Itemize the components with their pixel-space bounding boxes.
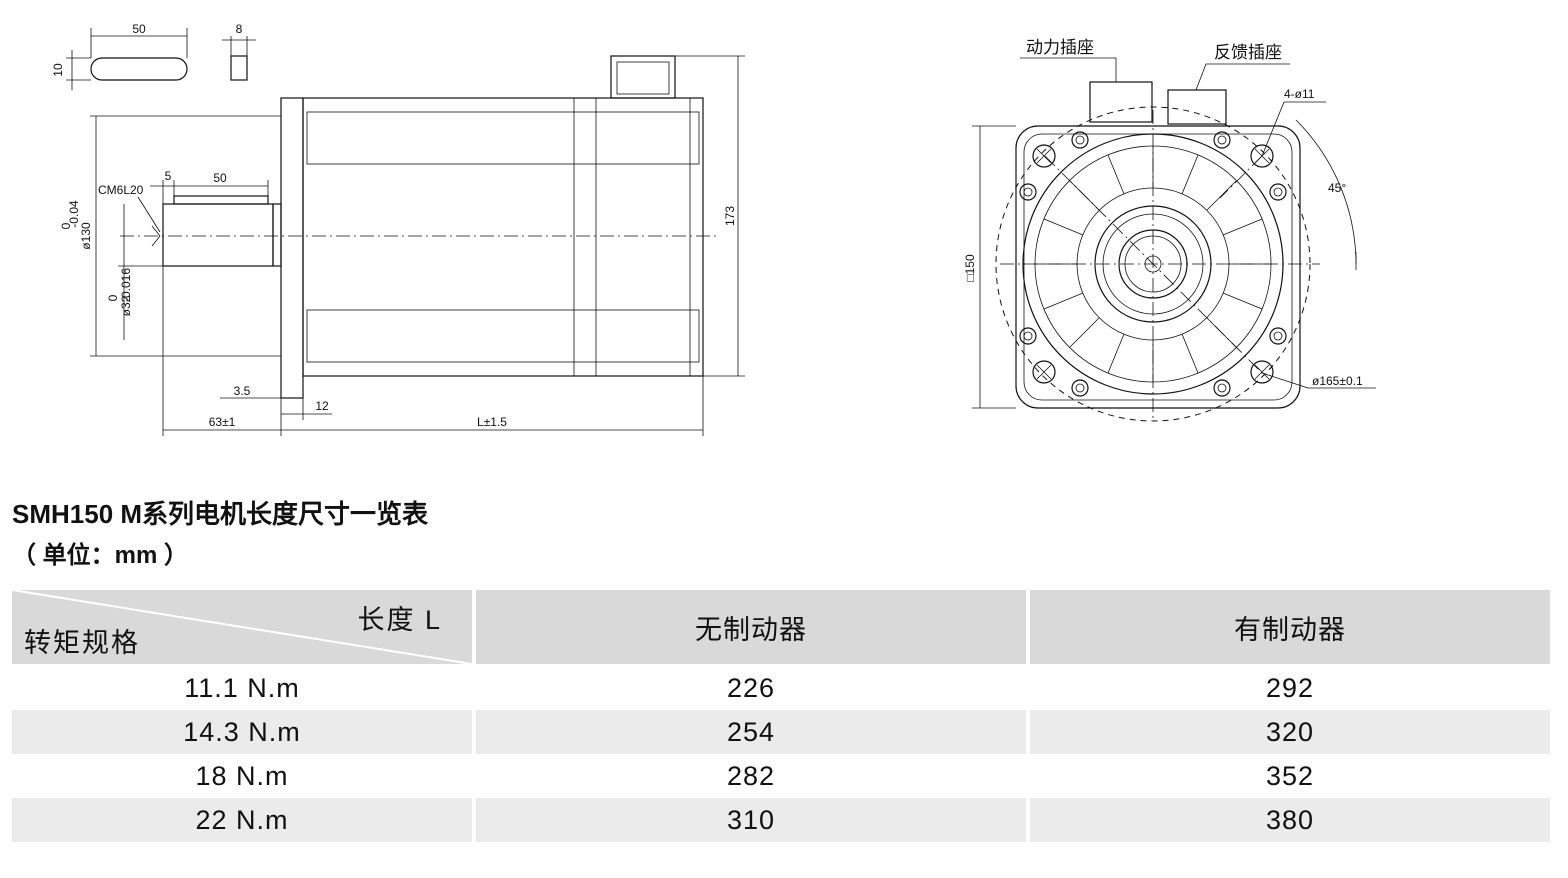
thread-label: CM6L20 [98, 183, 144, 197]
header-brake: 有制动器 [1030, 590, 1550, 664]
angle-label: 45° [1328, 181, 1346, 195]
power-connector-label: 动力插座 [1026, 38, 1094, 57]
brake-cell: 380 [1030, 798, 1550, 842]
brake-cell: 320 [1030, 710, 1550, 754]
flange-thickness-label: 12 [315, 399, 329, 413]
shaft-length-label: 63±1 [209, 415, 236, 429]
table-row: 14.3 N.m 254 320 [12, 710, 1550, 754]
brake-cell: 352 [1265, 760, 1315, 791]
torque-spec-label: 转矩规格 [24, 628, 140, 658]
shaft-key-length-label: 50 [213, 171, 227, 185]
table-unit: （ 单位：mm ） [12, 542, 189, 569]
table-header-row: 长度 L 转矩规格 无制动器 有制动器 [12, 590, 1550, 664]
no-brake-cell: 226 [726, 672, 776, 703]
flange-diameter-label: ø130 [79, 222, 93, 250]
shaft: 50 5 CM6L20 [98, 169, 282, 267]
shaft-diameter-label: ø32 [119, 295, 133, 316]
body-length-label: L±1.5 [477, 415, 507, 429]
front-view: 动力插座 反馈插座 [963, 38, 1376, 422]
table-row: 22 N.m 310 380 [12, 798, 1550, 842]
no-brake-cell: 254 [476, 710, 1026, 754]
shaft-key-offset-label: 5 [165, 169, 172, 183]
mount-holes-label: 4-ø11 [1284, 87, 1315, 101]
pcd-label: ø165±0.1 [1312, 374, 1363, 388]
header-no-brake: 无制动器 [476, 590, 1026, 664]
no-brake-cell: 282 [726, 760, 776, 791]
bolts [1019, 131, 1287, 397]
corner-cell: 长度 L 转矩规格 [12, 590, 472, 664]
side-view: 50 10 8 50 5 CM6L20 [51, 22, 745, 436]
torque-cell: 22 N.m [12, 798, 472, 842]
torque-cell: 14.3 N.m [12, 710, 472, 754]
shaft-tol-upper: 0 [106, 294, 120, 301]
flange: ø130 -0.04 0 ø32 -0.016 0 [59, 97, 304, 399]
flange-tol-upper: 0 [59, 222, 73, 229]
brake-cell: 292 [1265, 672, 1315, 703]
torque-cell: 18 N.m [195, 760, 289, 791]
torque-cell: 11.1 N.m [184, 672, 300, 703]
flange-tol-lower: -0.04 [67, 200, 81, 228]
square-size-label: □150 [963, 254, 977, 282]
mount-holes [1032, 144, 1274, 384]
corner-diagonal [12, 590, 472, 664]
feedback-connector-shape [1167, 89, 1227, 125]
motor-body [120, 55, 720, 377]
shaft-tol-lower: -0.016 [119, 268, 133, 302]
feedback-connector-label: 反馈插座 [1214, 43, 1282, 62]
table-row: 11.1 N.m 226 292 [12, 666, 1550, 710]
motor-dimension-drawing: 50 10 8 50 5 CM6L20 [51, 22, 1376, 436]
spigot-depth-label: 3.5 [234, 384, 251, 398]
key-length-label: 50 [132, 22, 146, 36]
no-brake-cell: 310 [476, 798, 1026, 842]
key-height-label: 10 [51, 63, 65, 77]
length-l-label: 长度 L [357, 605, 442, 635]
power-connector-shape [1089, 81, 1153, 123]
key-width-label: 8 [236, 22, 243, 36]
table-row: 18 N.m 282 352 [12, 754, 1550, 798]
table-title: SMH150 M系列电机长度尺寸一览表 [12, 499, 429, 529]
overall-height-label: 173 [723, 206, 737, 226]
key-detail: 50 10 8 [51, 22, 256, 90]
